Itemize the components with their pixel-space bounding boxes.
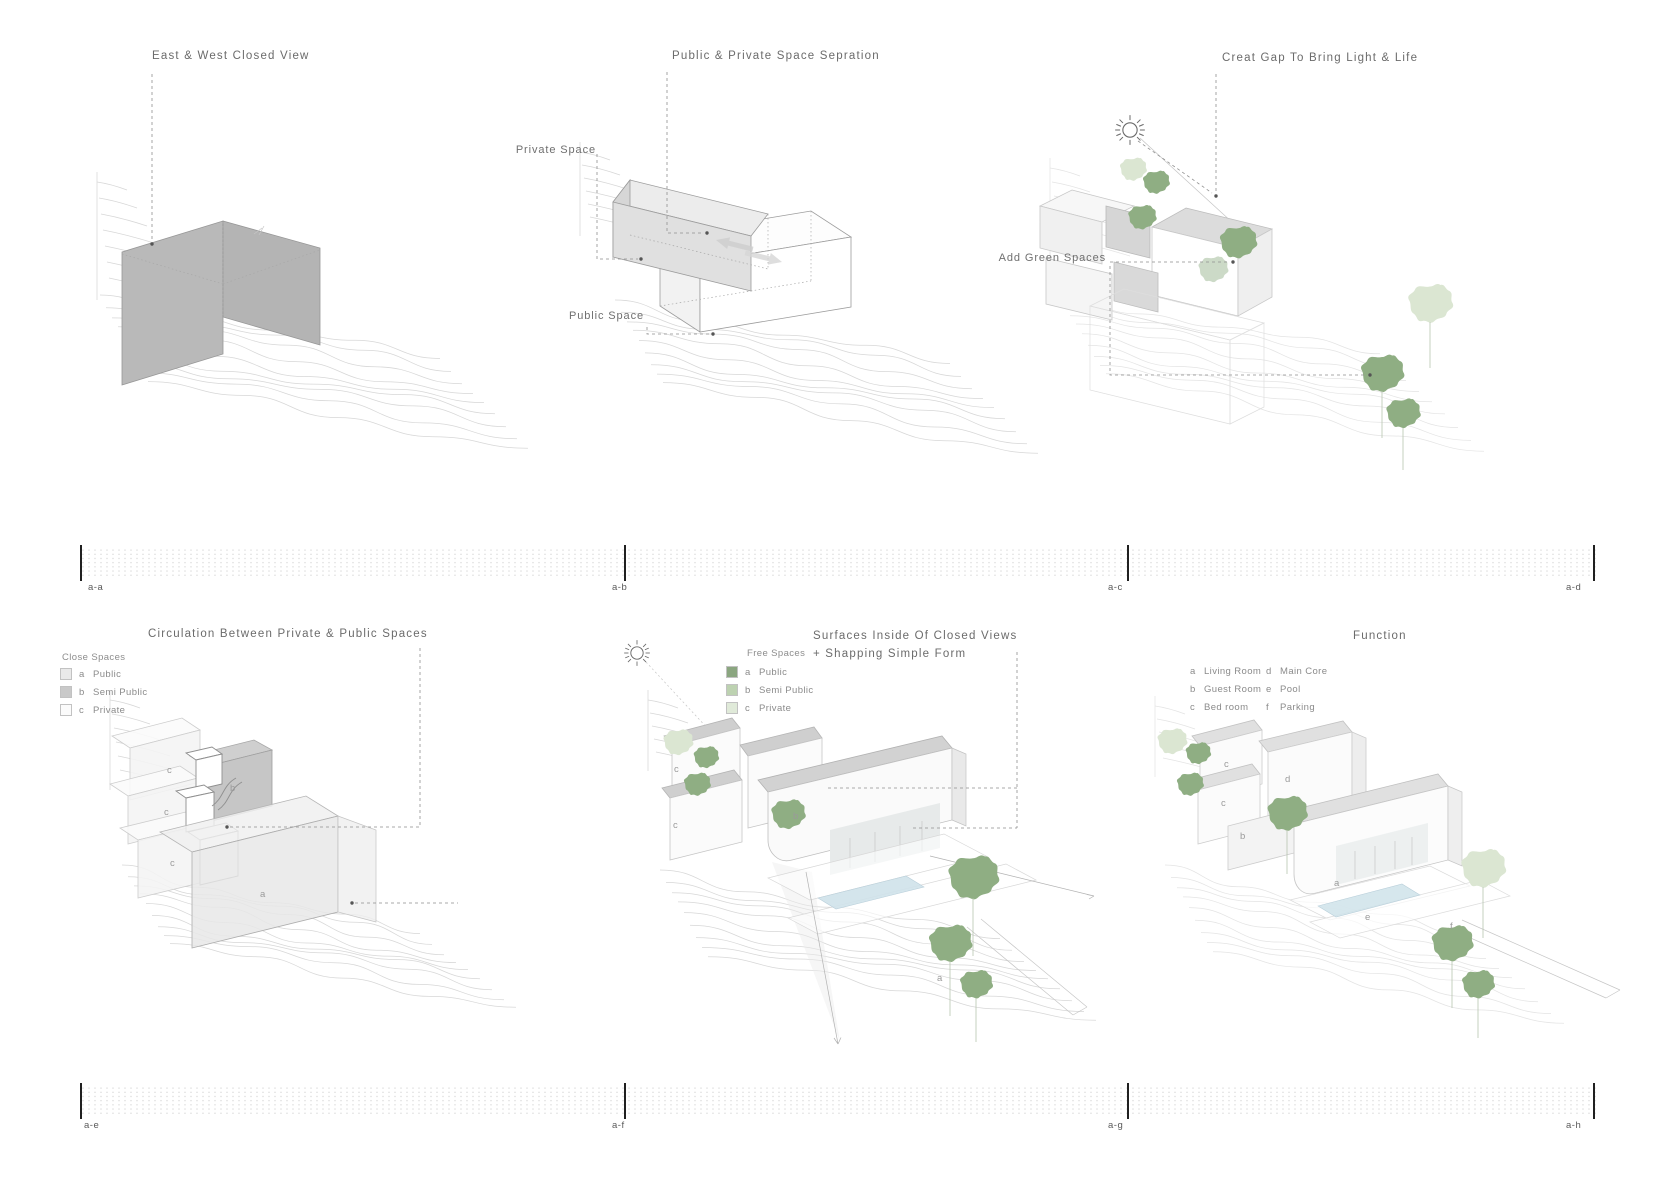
legend-item-private: c Private	[726, 702, 791, 714]
sun-icon	[623, 639, 651, 667]
legend-item-main-core: d Main Core	[1266, 666, 1328, 677]
label-c1: c	[1224, 759, 1229, 770]
main-volume	[757, 735, 967, 1042]
label-a: a	[1334, 878, 1340, 889]
tick-a-b	[624, 545, 626, 581]
tick-a-d	[1593, 545, 1595, 581]
swatch-semi-public	[60, 686, 72, 698]
tick-a-h	[1593, 1083, 1595, 1119]
label-b: b	[793, 811, 799, 822]
private-space-box	[612, 178, 769, 292]
legend-item-semi-public: b Semi Public	[726, 684, 814, 696]
scale-label-ab: a-b	[612, 582, 628, 593]
legend-item-guest-room: b Guest Room	[1190, 684, 1262, 695]
panel5-drawing: c c b a	[623, 639, 1095, 1045]
panel2-title: Public & Private Space Sepration	[672, 50, 880, 62]
panel6-title: Function	[1353, 630, 1407, 642]
panel3-drawing	[1038, 74, 1454, 470]
scale-label-af: a-f	[612, 1120, 625, 1131]
swatch-public-green	[726, 666, 738, 678]
close-spaces-legend-header: Close Spaces	[62, 652, 126, 663]
terrace-decks	[1288, 865, 1621, 999]
label-a: a	[260, 889, 266, 900]
east-wall	[222, 220, 321, 346]
private-space-label: Private Space	[515, 144, 596, 156]
free-spaces-legend-header: Free Spaces	[747, 648, 806, 659]
scale-label-ah: a-h	[1566, 1120, 1582, 1131]
legend-item-public: a Public	[726, 666, 787, 678]
public-space-label: Public Space	[568, 310, 644, 322]
swatch-public	[60, 668, 72, 680]
legend-item-bed-room: c Bed room	[1190, 702, 1249, 713]
trees	[1119, 157, 1454, 470]
tick-a-a	[80, 545, 82, 581]
sun-icon	[1114, 114, 1146, 146]
north-mark-icon	[253, 225, 265, 236]
panel3-leaders	[1109, 74, 1372, 377]
view-arrows	[805, 855, 1095, 1045]
scale-label-ae: a-e	[84, 1120, 100, 1131]
tick-a-c	[1127, 545, 1129, 581]
swatch-semi-public-green	[726, 684, 738, 696]
tick-a-f	[624, 1083, 626, 1119]
scale-label-aa: a-a	[88, 582, 104, 593]
trees	[663, 729, 1000, 1042]
label-d: d	[1285, 774, 1291, 785]
label-c2: c	[164, 807, 169, 818]
tick-a-g	[1127, 1083, 1129, 1119]
scalebar-bottom	[80, 1083, 1596, 1119]
legend-item-semi-public: b Semi Public	[60, 686, 148, 698]
west-wall	[121, 220, 224, 386]
panel4-leaders	[225, 648, 458, 905]
scale-label-ad: a-d	[1566, 582, 1582, 593]
panel1-drawing	[121, 74, 321, 386]
panel1-leader	[150, 74, 154, 246]
main-volume	[1283, 773, 1463, 895]
panel6-drawing: c d c b a e f	[1157, 719, 1621, 1038]
label-c2: c	[673, 820, 678, 831]
panel5-title-line1: Surfaces Inside Of Closed Views	[813, 630, 1018, 642]
public-box	[158, 795, 377, 949]
legend-item-living-room: a Living Room	[1190, 666, 1262, 677]
label-c1: c	[167, 765, 172, 776]
tick-a-e	[80, 1083, 82, 1119]
pool	[817, 875, 925, 910]
trees	[1157, 728, 1507, 1038]
panel1-title: East & West Closed View	[152, 50, 310, 62]
panel2-leaders	[596, 72, 715, 336]
legend-item-parking: f Parking	[1266, 702, 1316, 713]
legend-item-private: c Private	[60, 704, 125, 716]
swatch-private-green	[726, 702, 738, 714]
legend-item-pool: e Pool	[1266, 684, 1301, 695]
swatch-private	[60, 704, 72, 716]
label-c3: c	[170, 858, 175, 869]
label-a: a	[937, 973, 943, 984]
panel2-drawing	[596, 72, 853, 336]
label-c1: c	[674, 764, 679, 775]
panel4-title: Circulation Between Private & Public Spa…	[148, 628, 428, 640]
gap-boxes	[1038, 189, 1274, 321]
pool	[1317, 883, 1421, 918]
panel4-drawing: c c c b a	[109, 648, 458, 949]
panel5-title-line2: + Shapping Simple Form	[813, 648, 967, 660]
legend-item-public: a Public	[60, 668, 121, 680]
label-c2: c	[1221, 798, 1226, 809]
add-green-spaces-label: Add Green Spaces	[998, 252, 1106, 264]
panel5-leaders	[828, 652, 1018, 829]
label-b: b	[1240, 831, 1246, 842]
label-f: f	[1450, 921, 1453, 932]
label-e: e	[1365, 912, 1371, 923]
scalebar-top	[80, 545, 1596, 581]
panel3-title: Creat Gap To Bring Light & Life	[1222, 52, 1419, 64]
label-b: b	[230, 783, 236, 794]
footprint-outline-boxes	[1088, 288, 1266, 425]
scale-label-ag: a-g	[1108, 1120, 1124, 1131]
scale-label-ac: a-c	[1108, 582, 1123, 593]
